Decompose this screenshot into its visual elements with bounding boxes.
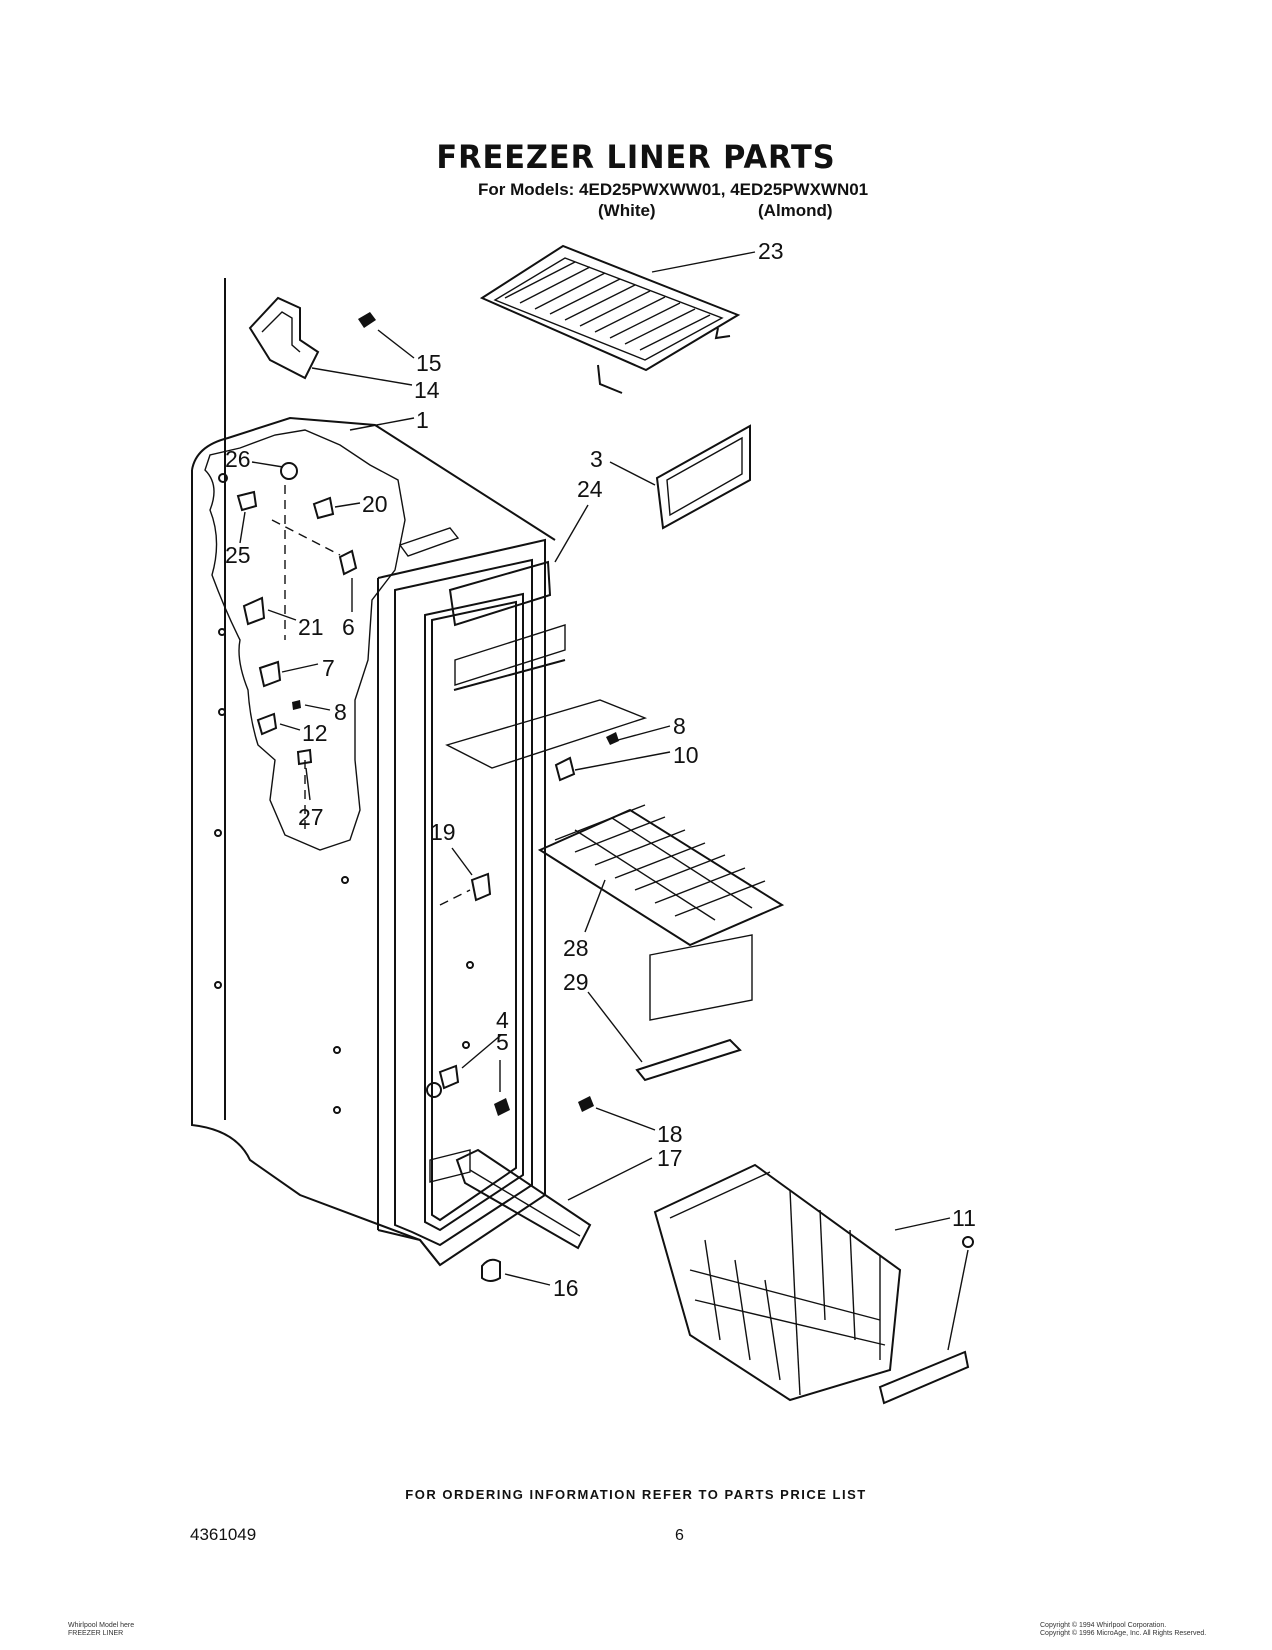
callout-24: 24 [577,476,603,502]
callout-29: 29 [563,969,589,995]
model-numbers: For Models: 4ED25PWXWW01, 4ED25PWXWN01 [478,180,869,199]
callout-labels: 23 15 14 1 26 20 3 24 25 21 6 7 8 12 27 … [225,238,976,1301]
callout-23: 23 [758,238,784,264]
callout-1: 1 [416,407,429,433]
callout-8-right: 8 [673,713,686,739]
shelf-28-drawing [537,804,785,947]
panel-3-drawing [655,424,751,530]
callout-5: 5 [496,1029,509,1055]
callout-21: 21 [298,614,324,640]
callout-12: 12 [302,720,328,746]
callout-26: 26 [225,446,251,472]
page-number: 6 [675,1527,684,1544]
callout-7: 7 [322,655,335,681]
callout-15: 15 [416,350,442,376]
small-print-right-2: Copyright © 1996 MicroAge, Inc. All Righ… [1040,1630,1207,1637]
ordering-note: FOR ORDERING INFORMATION REFER TO PARTS … [405,1487,867,1502]
small-print-left-2: FREEZER LINER [68,1630,124,1637]
callout-28: 28 [563,935,589,961]
callout-18: 18 [657,1121,683,1147]
callout-4: 4 [496,1007,509,1033]
rail-17-drawing [455,1148,592,1250]
freezer-liner-drawing [191,278,566,1267]
page-title: FREEZER LINER PARTS [436,138,836,176]
small-print-right-1: Copyright © 1994 Whirlpool Corporation. [1040,1622,1167,1629]
shelf-23-drawing [479,244,741,394]
variant-almond-label: (Almond) [758,201,833,220]
callout-19: 19 [430,819,456,845]
callout-20: 20 [362,491,388,517]
leader-lines [239,251,969,1351]
callout-3: 3 [590,446,603,472]
callout-8-left: 8 [334,699,347,725]
bracket-14-drawing [248,296,320,380]
callout-11: 11 [952,1205,976,1231]
variant-white-label: (White) [598,201,656,220]
callout-10: 10 [673,742,699,768]
document-number: 4361049 [190,1525,257,1544]
callout-25: 25 [225,542,251,568]
cover-panel-drawing [445,699,648,769]
callout-17: 17 [657,1145,683,1171]
callout-27: 27 [298,804,324,830]
callout-16: 16 [553,1275,579,1301]
small-parts-drawing [236,312,974,1405]
shelf-29-drawing [635,934,753,1082]
callout-6: 6 [342,614,355,640]
strip-24-drawing [448,560,566,691]
small-print-left-1: Whirlpool Model here [68,1622,135,1629]
basket-11-drawing [653,1163,902,1402]
callout-14: 14 [414,377,440,403]
